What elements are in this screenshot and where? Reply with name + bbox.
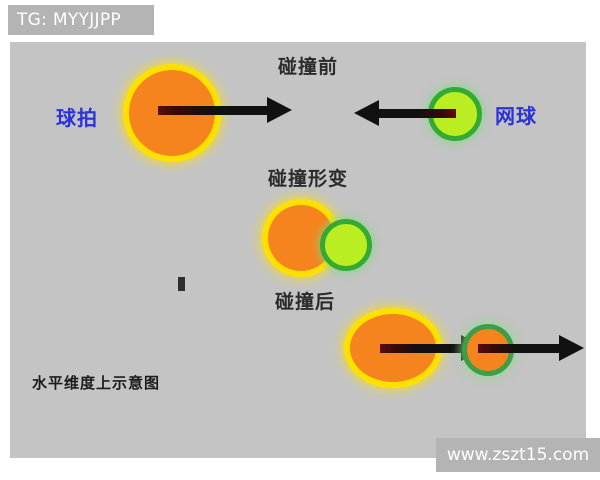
arrow-shaft (158, 106, 268, 115)
arrow-shaft (378, 109, 456, 118)
arrow-shaft (478, 344, 560, 353)
site-watermark: www.zszt15.com (436, 438, 600, 472)
arrow-ball-left (354, 100, 456, 126)
tg-badge: TG: MYYJJPP (8, 5, 154, 35)
arrow-head-icon (267, 97, 292, 123)
arrow-head-icon (559, 335, 584, 361)
arrow-shaft (380, 344, 462, 353)
phase-title-after-collision: 碰撞后 (275, 291, 336, 313)
phase-title-before-collision: 碰撞前 (278, 56, 339, 78)
phase-title-deformation: 碰撞形变 (268, 168, 349, 190)
arrow-racket-after-right (380, 335, 486, 361)
arrow-ball-after-right (478, 335, 584, 361)
image-artifact-mark (178, 277, 185, 291)
diagram-caption: 水平维度上示意图 (32, 374, 161, 392)
label-tennis-ball: 网球 (495, 104, 537, 128)
label-racket: 球拍 (56, 106, 98, 130)
diagram-canvas: 碰撞前 球拍 网球 碰撞形变 碰撞后 水平维度上示意图 (10, 42, 586, 458)
arrow-head-icon (354, 100, 379, 126)
arrow-racket-right (158, 97, 292, 123)
tennis-ball-circle-deformed (320, 219, 372, 271)
